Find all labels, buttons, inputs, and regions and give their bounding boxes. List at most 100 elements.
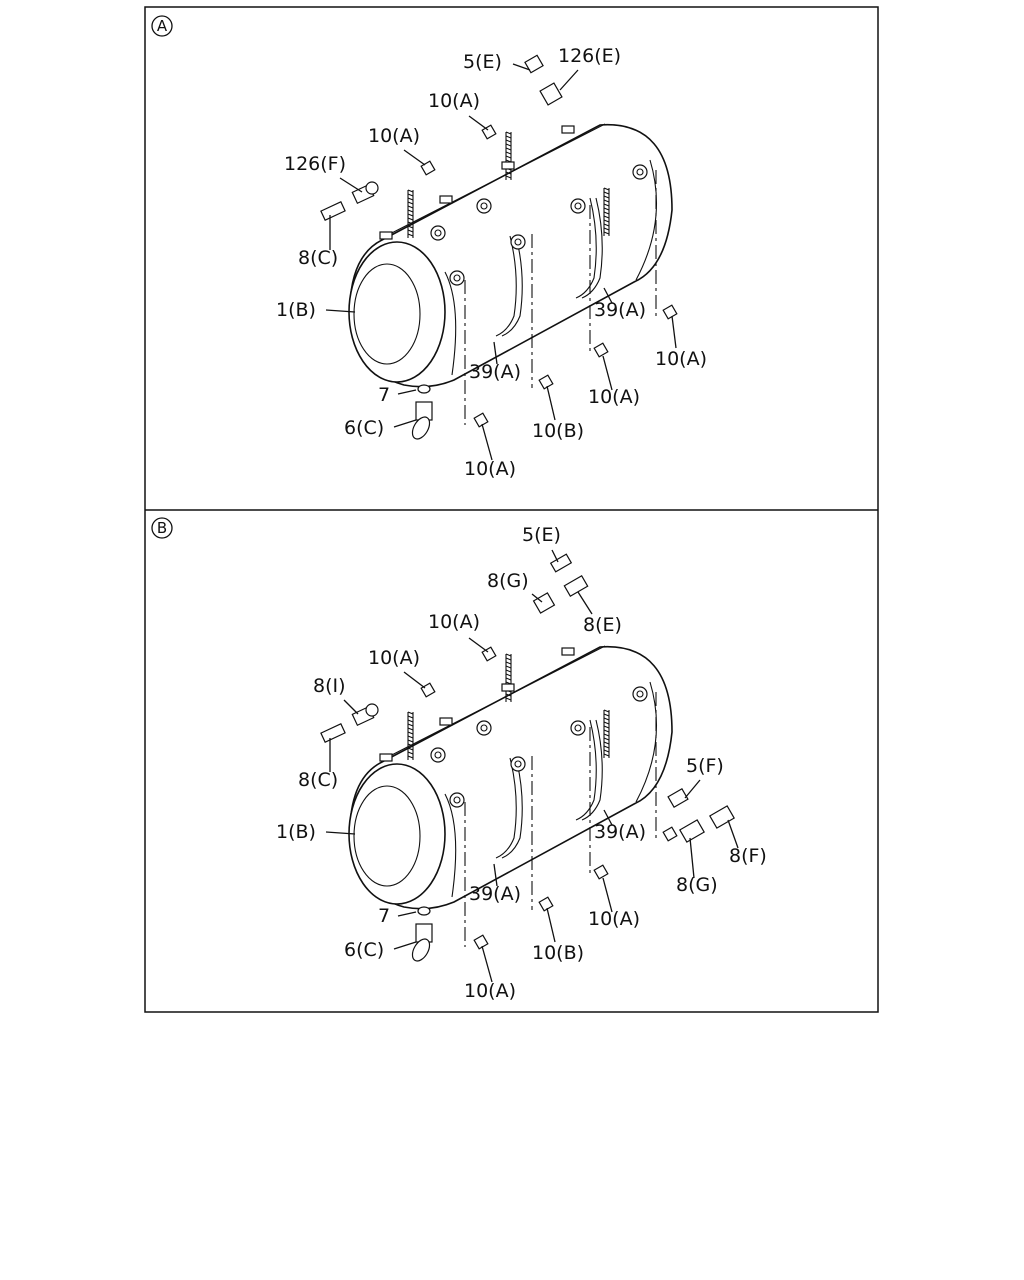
port-boss-hole <box>453 796 461 804</box>
washer <box>417 384 431 394</box>
bolt-thread <box>407 751 414 755</box>
panel-marker-circle <box>151 15 173 37</box>
bolt-thread <box>505 131 512 135</box>
bolt-thread <box>505 661 512 665</box>
part-callout: 1(B) <box>276 299 316 321</box>
bolt-thread <box>407 233 414 237</box>
bolt-thread <box>407 719 414 723</box>
part-callout: 5(E) <box>463 51 502 73</box>
plug-fitting <box>473 934 489 950</box>
leader-line <box>546 385 556 421</box>
leader-line <box>531 593 543 603</box>
bolt-thread <box>407 221 414 225</box>
part-callout: 5(F) <box>686 755 724 777</box>
part-callout: 10(A) <box>464 980 516 1002</box>
part-callout: 10(B) <box>532 942 584 964</box>
part-callout: 8(G) <box>487 570 529 592</box>
leader-line <box>403 671 426 689</box>
tank-cap-seam <box>444 793 457 898</box>
bolt-thread <box>603 721 610 725</box>
top-nipple <box>379 231 393 240</box>
bolt-thread <box>407 711 414 715</box>
washer <box>417 906 431 916</box>
elbow-fitting-end <box>365 703 379 717</box>
bolt-thread <box>603 733 610 737</box>
bolt-thread <box>603 231 610 235</box>
bolt-thread <box>505 139 512 143</box>
mounting-strap <box>575 719 597 821</box>
bolt-thread <box>603 187 610 191</box>
valve-fitting <box>667 787 689 809</box>
bolt-thread <box>603 195 610 199</box>
leader-line <box>397 911 417 917</box>
drain-cock-ring <box>411 938 431 962</box>
bolt-thread <box>603 223 610 227</box>
bolt-thread <box>603 725 610 729</box>
port-boss-hole <box>434 229 442 237</box>
port-boss-hole <box>434 751 442 759</box>
plug-fitting <box>593 342 609 358</box>
bolt-thread <box>603 207 610 211</box>
top-nipple <box>561 647 575 656</box>
bolt-thread <box>505 669 512 673</box>
connector-fitting <box>320 201 346 221</box>
bolt-thread <box>407 213 414 217</box>
port-boss <box>632 686 648 702</box>
leader-line <box>603 809 613 826</box>
port-boss-hole <box>574 202 582 210</box>
leader-line <box>468 637 489 653</box>
bolt-thread <box>505 155 512 159</box>
top-nipple <box>561 125 575 134</box>
leader-line <box>546 907 556 943</box>
port-boss <box>510 756 526 772</box>
valve-fitting <box>539 82 563 106</box>
port-boss-hole <box>514 238 522 246</box>
tank-top-line <box>381 645 606 761</box>
mounting-strap <box>495 757 517 859</box>
mounting-strap <box>575 197 597 299</box>
bolt-thread <box>407 217 414 221</box>
bolt-thread <box>407 735 414 739</box>
plug-fitting <box>593 864 609 880</box>
mounting-strap <box>581 197 603 299</box>
plug-fitting <box>473 412 489 428</box>
port-boss <box>632 164 648 180</box>
leader-line <box>393 419 417 428</box>
bolt-thread <box>505 171 512 175</box>
port-boss-hole <box>480 724 488 732</box>
bolt-thread <box>505 673 512 677</box>
leader-line <box>325 309 356 313</box>
leader-line <box>671 315 677 349</box>
part-callout: 10(A) <box>368 125 420 147</box>
leader-line <box>559 69 579 91</box>
bolt-thread <box>603 215 610 219</box>
part-callout: 10(A) <box>655 348 707 370</box>
tank-end-cap-inner <box>353 263 421 365</box>
top-nipple <box>439 195 453 204</box>
valve-fitting <box>549 553 573 573</box>
bolt-thread <box>603 753 610 757</box>
mounting-strap <box>581 719 603 821</box>
bolt-thread <box>603 713 610 717</box>
leader-line <box>393 941 417 950</box>
bolt-thread <box>407 201 414 205</box>
part-callout: 39(A) <box>469 883 521 905</box>
bolt-thread <box>407 197 414 201</box>
leader-line <box>493 341 498 365</box>
plug-fitting <box>538 374 554 390</box>
panel-marker: A <box>157 17 168 35</box>
valve-fitting <box>679 819 705 843</box>
port-boss <box>449 792 465 808</box>
tank-end-cap <box>348 763 446 905</box>
bolt-thread <box>603 741 610 745</box>
top-nipple <box>439 717 453 726</box>
mounting-strap <box>495 235 517 337</box>
part-callout: 1(B) <box>276 821 316 843</box>
bolt-thread <box>603 749 610 753</box>
part-callout: 6(C) <box>344 939 384 961</box>
leader-line <box>689 837 695 879</box>
part-callout: 8(C) <box>298 769 338 791</box>
elbow-fitting-end <box>365 181 379 195</box>
leader-line <box>468 115 489 131</box>
